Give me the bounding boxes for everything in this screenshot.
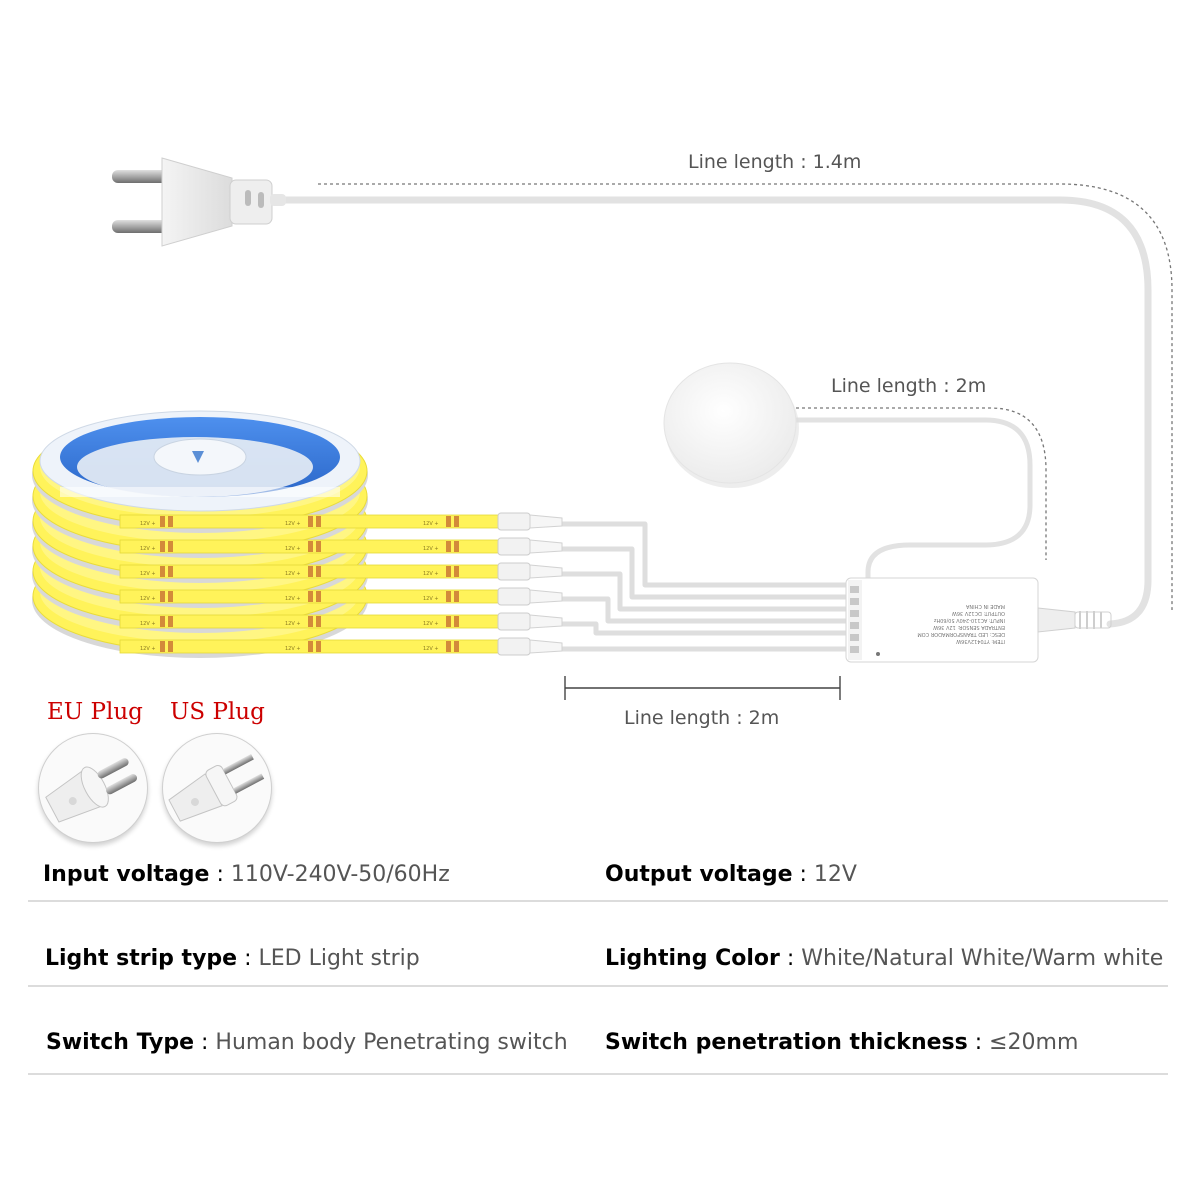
spec-row-2: Light strip type : LED Light strip Light… (28, 946, 1168, 1026)
spec-key: Switch penetration thickness (605, 1030, 968, 1055)
strip-marking: 12V + (285, 621, 301, 627)
spec-light-strip-type: Light strip type : LED Light strip (45, 946, 420, 971)
controller-box: ITEM: YT0412V36W DESC: LED TRANSFORMADOR… (845, 577, 1112, 663)
spec-value: 12V (813, 862, 857, 887)
controller-label-line: MADE IN CHINA (965, 603, 1005, 609)
eu-plug-label: EU Plug (47, 699, 143, 725)
spec-separator: : (194, 1030, 216, 1055)
spec-divider (28, 985, 1168, 987)
eu-plug-thumbnail (38, 733, 148, 843)
strip-cable-length-label: Line length : 2m (624, 707, 780, 729)
spec-value: ≤20mm (989, 1030, 1079, 1055)
controller-label-line: DESC: LED TRANSFORMADOR COM (917, 631, 1005, 637)
strip-marking: 12V + (285, 546, 301, 552)
spec-separator: : (792, 862, 814, 887)
product-diagram: ITEM: YT0412V36W DESC: LED TRANSFORMADOR… (32, 157, 1173, 700)
spec-key: Lighting Color (605, 946, 780, 971)
sensor-switch (663, 362, 799, 488)
strip-marking: 12V + (140, 521, 156, 527)
spec-divider (28, 1073, 1168, 1075)
us-plug-label: US Plug (170, 699, 265, 725)
spec-value: White/Natural White/Warm white (801, 946, 1164, 971)
spec-key: Light strip type (45, 946, 238, 971)
sensor-cable (790, 417, 1033, 582)
spec-separator: : (967, 1030, 990, 1055)
led-strip-reels: 12V +12V +12V +12V +12V +12V +12V +12V +… (32, 410, 563, 658)
strip-cables (560, 521, 852, 652)
strip-marking: 12V + (423, 596, 439, 602)
spec-penetration-thickness: Switch penetration thickness : ≤20mm (605, 1030, 1078, 1055)
strip-marking: 12V + (140, 646, 156, 652)
sensor-cable-length-label: Line length : 2m (831, 375, 987, 397)
controller-label-line: INPUT: AC110-240V 50/60Hz (933, 617, 1005, 623)
strip-marking: 12V + (140, 596, 156, 602)
spec-switch-type: Switch Type : Human body Penetrating swi… (46, 1030, 568, 1055)
spec-lighting-color: Lighting Color : White/Natural White/War… (605, 946, 1163, 971)
spec-key: Output voltage (605, 862, 793, 887)
strip-marking: 12V + (423, 646, 439, 652)
controller-label-line: ITEM: YT0412V36W (956, 638, 1005, 644)
spec-key: Input voltage (43, 862, 210, 887)
eu-plug-illustration (112, 157, 286, 247)
strip-marking: 12V + (285, 521, 301, 527)
strip-marking: 12V + (423, 571, 439, 577)
spec-separator: : (209, 862, 231, 887)
strip-marking: 12V + (423, 521, 439, 527)
spec-divider (28, 900, 1168, 902)
strip-marking: 12V + (285, 646, 301, 652)
strip-marking: 12V + (423, 546, 439, 552)
spec-key: Switch Type (46, 1030, 194, 1055)
led-reel: 12V + 12V + 12V + (32, 410, 563, 533)
controller-label-line: OUTPUT: DC12V 36W (952, 610, 1005, 616)
main-cable-length-label: Line length : 1.4m (688, 151, 862, 173)
spec-value: Human body Penetrating switch (215, 1030, 568, 1055)
spec-value: 110V-240V-50/60Hz (230, 862, 450, 887)
strip-marking: 12V + (423, 621, 439, 627)
strip-marking: 12V + (140, 546, 156, 552)
strip-marking: 12V + (285, 596, 301, 602)
spec-value: LED Light strip (258, 946, 420, 971)
spec-input-voltage: Input voltage : 110V-240V-50/60Hz (43, 862, 450, 887)
strip-marking: 12V + (140, 621, 156, 627)
spec-output-voltage: Output voltage : 12V (605, 862, 857, 887)
controller-label-line: ENTRADA SENSOR: 12V 36W (933, 624, 1005, 630)
us-plug-thumbnail (162, 733, 272, 843)
strip-marking: 12V + (285, 571, 301, 577)
spec-separator: : (779, 946, 802, 971)
sensor-cable-dim-line (790, 407, 1047, 560)
dimension-lines (318, 183, 1173, 610)
main-cable-dim-line (318, 183, 1173, 610)
power-cable (278, 196, 1152, 628)
strip-length-marker (564, 676, 841, 700)
strip-marking: 12V + (140, 571, 156, 577)
spec-row-1: Input voltage : 110V-240V-50/60Hz Output… (28, 862, 1168, 942)
spec-separator: : (237, 946, 259, 971)
spec-row-3: Switch Type : Human body Penetrating swi… (28, 1030, 1168, 1110)
